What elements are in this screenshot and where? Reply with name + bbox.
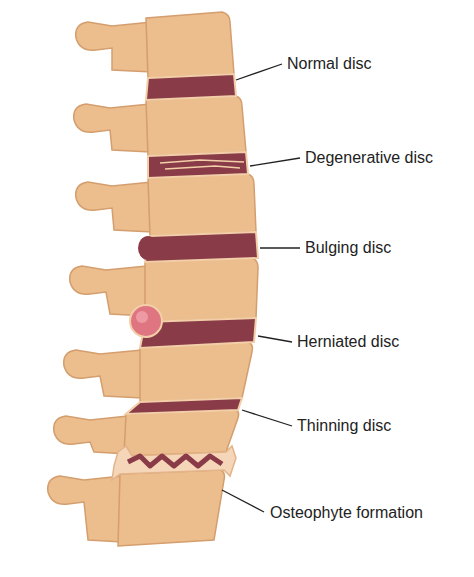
vertebra-process <box>74 104 150 152</box>
part-label: Normal disc <box>287 54 371 73</box>
part-label: Degenerative disc <box>305 148 433 167</box>
vertebral-body <box>146 96 246 156</box>
leader-line <box>242 410 292 426</box>
vertebral-body <box>124 410 239 456</box>
leader-line <box>222 490 264 512</box>
bulging-disc <box>145 232 258 262</box>
normal-disc <box>146 74 236 100</box>
disc-crack <box>160 160 244 163</box>
part-label: Thinning disc <box>297 416 391 435</box>
part-label: Bulging disc <box>305 238 391 257</box>
vertebra-process <box>76 182 152 232</box>
vertebra-process <box>64 350 142 398</box>
degenerative-disc <box>148 152 248 178</box>
vertebral-body <box>140 342 253 402</box>
vertebral-body <box>148 174 256 236</box>
vertebra-process <box>76 22 152 72</box>
leader-line <box>260 247 300 248</box>
vertebral-body <box>146 12 234 78</box>
disc-bulge <box>138 236 158 260</box>
collapsed-disc <box>128 456 222 466</box>
vertebral-body <box>118 470 225 546</box>
vertebra-process <box>48 476 122 542</box>
part-label: Osteophyte formation <box>270 503 423 522</box>
thinning-disc <box>126 398 242 414</box>
osteophyte <box>112 446 236 480</box>
leader-line <box>236 64 282 80</box>
part-label: Herniated disc <box>297 332 399 351</box>
disc-crack <box>165 166 240 169</box>
leader-line <box>258 336 292 342</box>
vertebral-body <box>145 258 258 322</box>
leader-line <box>250 158 300 166</box>
herniation-highlight <box>136 311 148 323</box>
herniation <box>130 305 162 337</box>
vertebra-process <box>54 416 128 454</box>
